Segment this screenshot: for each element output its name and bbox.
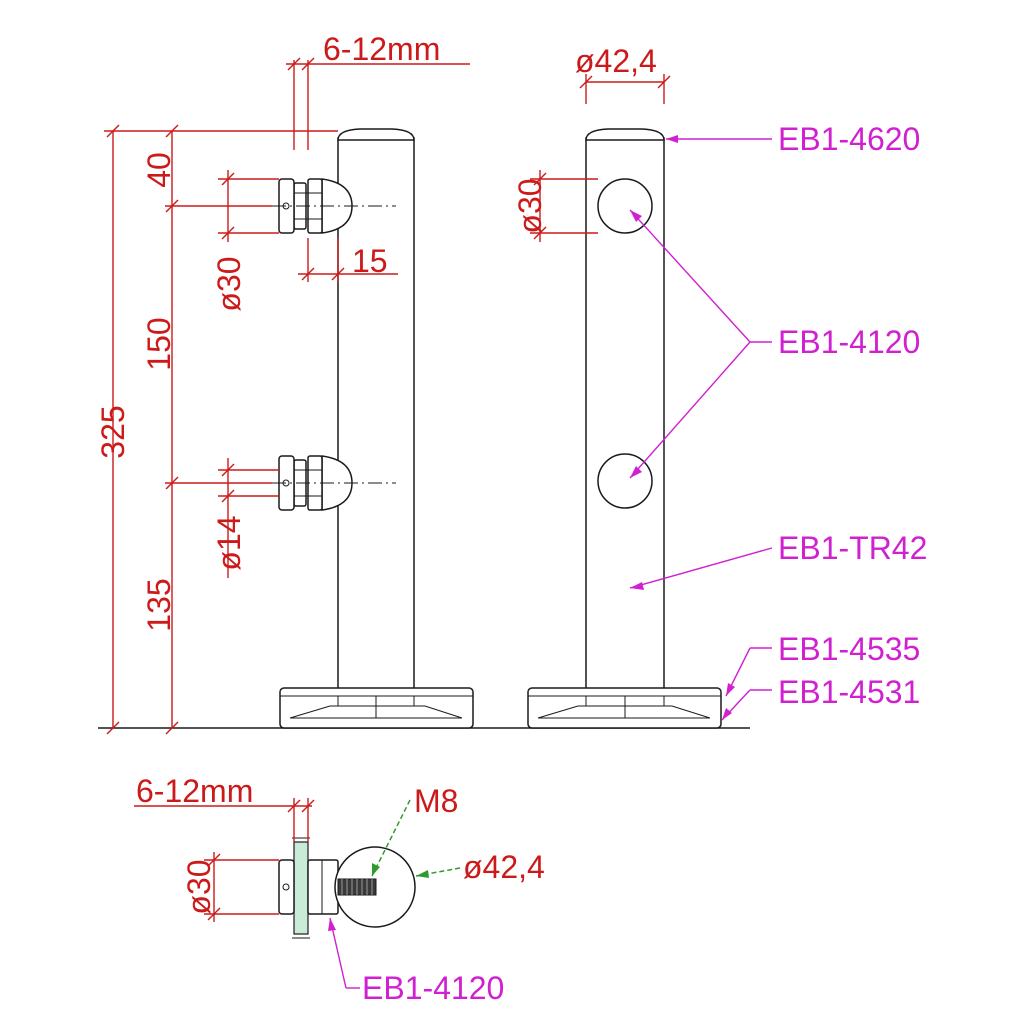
label-post-tube: EB1-TR42 — [629, 530, 927, 590]
dim-text-hole-diameter: ø30 — [512, 178, 548, 233]
dim-fitting-depth: 15 — [298, 238, 398, 282]
label-glass-clamp: EB1-4120 — [629, 209, 920, 479]
label-plan-clamp: EB1-4120 — [328, 917, 504, 1006]
left-post-tube — [337, 137, 415, 691]
dim-glass-thickness-bottom: 6-12mm — [134, 773, 315, 842]
label-text-glass-clamp: EB1-4120 — [778, 324, 920, 360]
label-text-base-cover: EB1-4535 — [778, 631, 920, 667]
dim-text-bottom-offset: 135 — [141, 578, 177, 631]
dim-text-fitting-diameter: ø30 — [211, 256, 247, 311]
label-base-plate: EB1-4531 — [721, 674, 920, 721]
dim-plan-fitting-diameter: ø30 — [181, 852, 279, 922]
label-thread: M8 — [371, 783, 458, 877]
left-post-end-cap — [337, 128, 415, 141]
dim-text-plan-fitting-diameter: ø30 — [181, 859, 217, 914]
plan-glass-pane — [293, 841, 309, 935]
dim-text-fitting-spacing: 150 — [141, 317, 177, 370]
label-text-end-cap: EB1-4620 — [778, 121, 920, 157]
dim-text-glass-thickness-bottom: 6-12mm — [136, 773, 253, 809]
dim-hole-diameter: ø30 — [512, 170, 598, 242]
dim-text-top-offset: 40 — [141, 152, 177, 188]
dim-text-glass-thickness-top: 6-12mm — [323, 31, 440, 67]
label-text-thread: M8 — [414, 783, 458, 819]
dim-text-bolt-diameter: ø14 — [211, 515, 247, 570]
dim-tube-diameter-top: ø42,4 — [575, 43, 671, 104]
dim-vertical-chain: 325 40 150 135 — [95, 124, 338, 735]
left-upper-clamp — [272, 178, 396, 234]
left-lower-clamp — [272, 455, 396, 511]
dim-text-tube-diameter-top: ø42,4 — [575, 43, 657, 79]
dim-text-fitting-depth: 15 — [352, 243, 388, 279]
dim-bolt-diameter: ø14 — [211, 458, 279, 578]
left-post — [272, 128, 474, 729]
dim-glass-thickness-top: 6-12mm — [286, 31, 470, 150]
dim-fitting-diameter: ø30 — [211, 170, 279, 312]
label-text-post-tube: EB1-TR42 — [778, 530, 927, 566]
label-text-tube-diameter-bottom: ø42,4 — [463, 849, 545, 885]
label-end-cap: EB1-4620 — [666, 121, 920, 157]
right-post-end-cap — [585, 128, 665, 141]
label-tube-diameter-bottom: ø42,4 — [415, 849, 545, 885]
label-base-cover: EB1-4535 — [725, 631, 920, 697]
dim-text-total-height: 325 — [95, 405, 131, 458]
label-text-base-plate: EB1-4531 — [778, 674, 920, 710]
label-text-plan-clamp: EB1-4120 — [362, 970, 504, 1006]
plan-detail-view — [278, 837, 416, 939]
left-base-line-2 — [289, 705, 463, 719]
right-post — [527, 128, 722, 729]
